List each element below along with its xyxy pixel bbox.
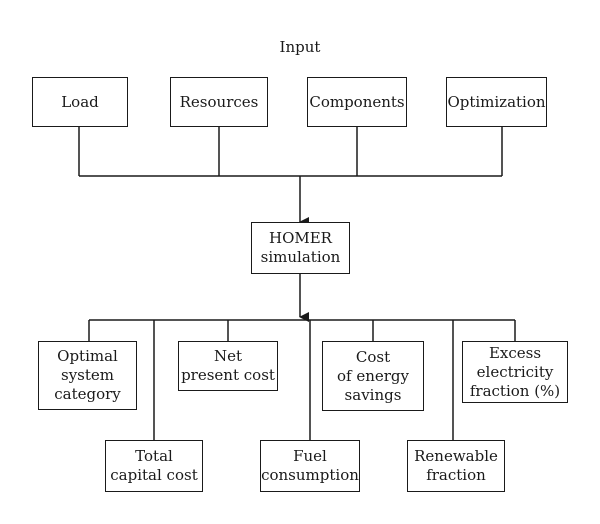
input-resources-box: Resources [170, 77, 268, 127]
output-excess-electricity-fraction-box: Excess electricity fraction (%) [462, 341, 568, 403]
input-optimization-box: Optimization [446, 77, 547, 127]
output-total-capital-cost-box: Total capital cost [105, 440, 203, 492]
output-net-present-cost-box: Net present cost [178, 341, 278, 391]
homer-simulation-box: HOMER simulation [251, 222, 350, 274]
output-renewable-fraction-box: Renewable fraction [407, 440, 505, 492]
input-load-box: Load [32, 77, 128, 127]
output-cost-of-energy-savings-box: Cost of energy savings [322, 341, 424, 411]
input-title: Input [279, 38, 321, 56]
input-components-box: Components [307, 77, 407, 127]
output-optimal-system-category-box: Optimal system category [38, 341, 137, 410]
output-fuel-consumption-box: Fuel consumption [260, 440, 360, 492]
